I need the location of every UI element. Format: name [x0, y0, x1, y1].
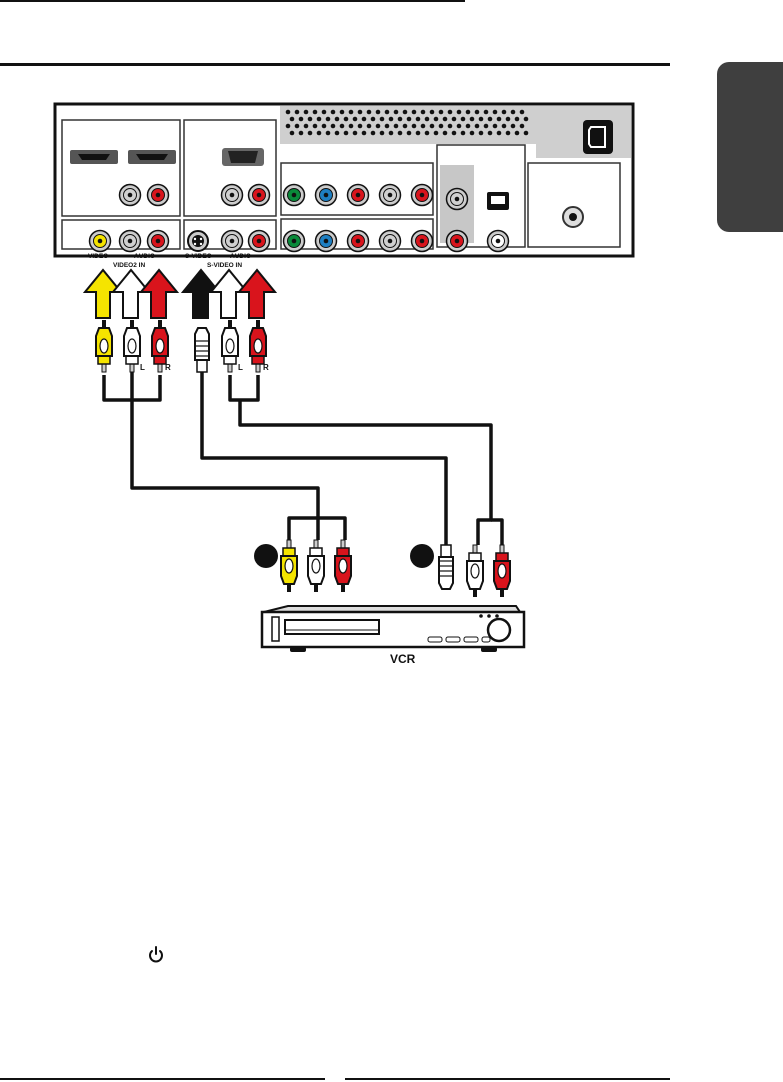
callout-dot-1 — [254, 544, 278, 568]
arrow-yellow — [85, 270, 121, 318]
plug-label-left-l: L — [140, 363, 145, 372]
label-audio-left: AUDIO — [134, 253, 155, 260]
rca-jack — [447, 231, 468, 252]
rca-plug — [308, 540, 324, 592]
bottom-plugs — [281, 540, 510, 597]
rca-jack — [148, 185, 169, 206]
rca-jack — [380, 185, 401, 206]
plug-label-right-r: R — [263, 363, 269, 372]
label-video2-in: VIDEO2 IN — [113, 262, 145, 269]
plug-label-left-r: R — [165, 363, 171, 372]
rca-plug — [222, 320, 238, 372]
rca-jack — [222, 231, 243, 252]
hdmi-port-icon — [128, 150, 176, 164]
label-svideo: S-VIDEO — [185, 253, 212, 260]
rca-jack — [316, 185, 337, 206]
arrow-white-right — [211, 270, 247, 318]
rca-plug — [439, 545, 453, 589]
vcr-device: VCR — [262, 606, 524, 666]
plug-label-right-l: L — [238, 363, 243, 372]
arrow-red-right — [239, 270, 275, 318]
svideo-port-icon — [188, 231, 208, 251]
vga-port-icon — [222, 148, 264, 166]
rca-plug — [281, 540, 297, 592]
arrow-black — [183, 270, 219, 318]
rca-plug — [124, 320, 140, 372]
label-audio-right: AUDIO — [230, 253, 251, 260]
power-icon — [150, 947, 162, 961]
rca-jack — [120, 185, 141, 206]
rca-jack — [488, 231, 509, 252]
rca-plug — [195, 328, 209, 372]
arrows — [85, 270, 275, 318]
rca-jack — [380, 231, 401, 252]
rca-jack — [148, 231, 169, 252]
rca-jack — [120, 231, 141, 252]
power-socket-icon — [583, 120, 613, 154]
rca-jack — [249, 185, 270, 206]
rca-jack — [447, 189, 468, 210]
rca-jack — [348, 231, 369, 252]
ethernet-port-icon — [487, 192, 509, 210]
label-svideo-in: S-VIDEO IN — [207, 262, 242, 269]
cables — [104, 372, 502, 545]
arrow-white-left — [113, 270, 149, 318]
rca-jack — [412, 231, 433, 252]
hdmi-port-icon — [70, 150, 118, 164]
rca-jack — [284, 185, 305, 206]
rca-plug — [335, 540, 351, 592]
rca-jack — [90, 231, 111, 252]
tv-back-panel: VIDEO AUDIO VIDEO2 IN S-VIDEO AUDIO S-VI… — [55, 104, 633, 269]
rca-plug — [494, 545, 510, 597]
rca-plug — [96, 320, 112, 372]
label-video: VIDEO — [88, 253, 108, 260]
device-label: VCR — [390, 652, 416, 666]
rca-jack — [412, 185, 433, 206]
rca-jack — [222, 185, 243, 206]
callout-dot-2 — [410, 544, 434, 568]
arrow-red-left — [141, 270, 177, 318]
rca-jack — [316, 231, 337, 252]
rca-jack — [284, 231, 305, 252]
rca-jack — [348, 185, 369, 206]
rca-jack — [249, 231, 270, 252]
rca-plug — [467, 545, 483, 597]
